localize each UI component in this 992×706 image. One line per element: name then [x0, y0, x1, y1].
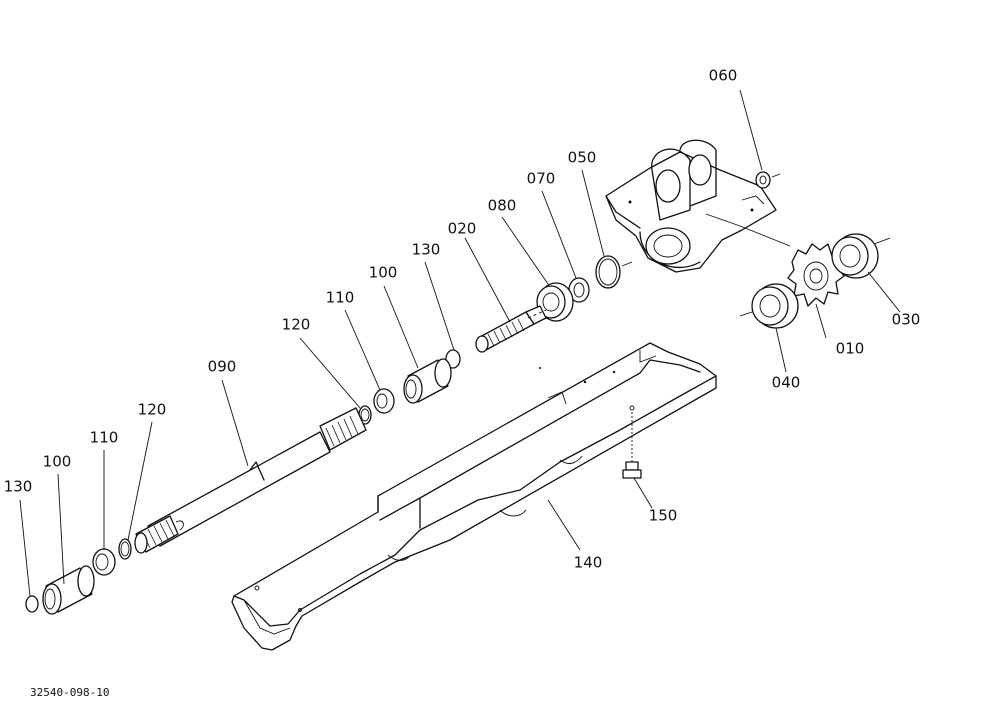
label-070: 070: [527, 170, 556, 188]
label-110-lower: 110: [90, 429, 119, 447]
label-100-lower: 100: [43, 453, 72, 471]
snap-ring-part-050: [595, 255, 633, 289]
label-050: 050: [568, 149, 597, 167]
label-040: 040: [772, 374, 801, 392]
drawing-id: 32540-098-10: [30, 686, 109, 699]
leader-lines: [19, 89, 901, 597]
collar-part-070: [568, 277, 590, 303]
snap-ring-part-120-lower: [118, 538, 132, 560]
channel-cover-part-140: [231, 342, 717, 651]
bearing-part-110-lower: [92, 548, 116, 576]
label-080: 080: [488, 197, 517, 215]
label-100-upper: 100: [369, 264, 398, 282]
label-090: 090: [208, 358, 237, 376]
label-150: 150: [649, 507, 678, 525]
sprocket-part-010: [787, 243, 845, 307]
gear-case-housing: [605, 139, 791, 273]
bearing-part-040: [739, 283, 799, 329]
label-110-upper: 110: [326, 289, 355, 307]
part-labels: 010 020 030 040 050 060 070 080 090 100 …: [4, 67, 921, 572]
washer-part-060: [755, 171, 781, 189]
sleeve-part-100-lower: [42, 565, 95, 615]
o-ring-part-130-lower: [25, 595, 39, 613]
label-030: 030: [892, 311, 921, 329]
label-140: 140: [574, 554, 603, 572]
label-010: 010: [836, 340, 865, 358]
label-120-upper: 120: [282, 316, 311, 334]
bolt-part-150: [622, 412, 642, 479]
shaft-part-020: [475, 305, 547, 353]
shaft-part-090: [134, 407, 367, 554]
sleeve-part-100-upper: [403, 358, 452, 404]
bearing-part-110-upper: [373, 388, 395, 414]
bearing-part-080: [536, 282, 574, 322]
o-ring-part-130-upper: [445, 349, 461, 369]
label-130-lower: 130: [4, 478, 33, 496]
label-020: 020: [448, 220, 477, 238]
bearing-part-030: [831, 233, 891, 279]
label-060: 060: [709, 67, 738, 85]
label-130-upper: 130: [412, 241, 441, 259]
label-120-lower: 120: [138, 401, 167, 419]
